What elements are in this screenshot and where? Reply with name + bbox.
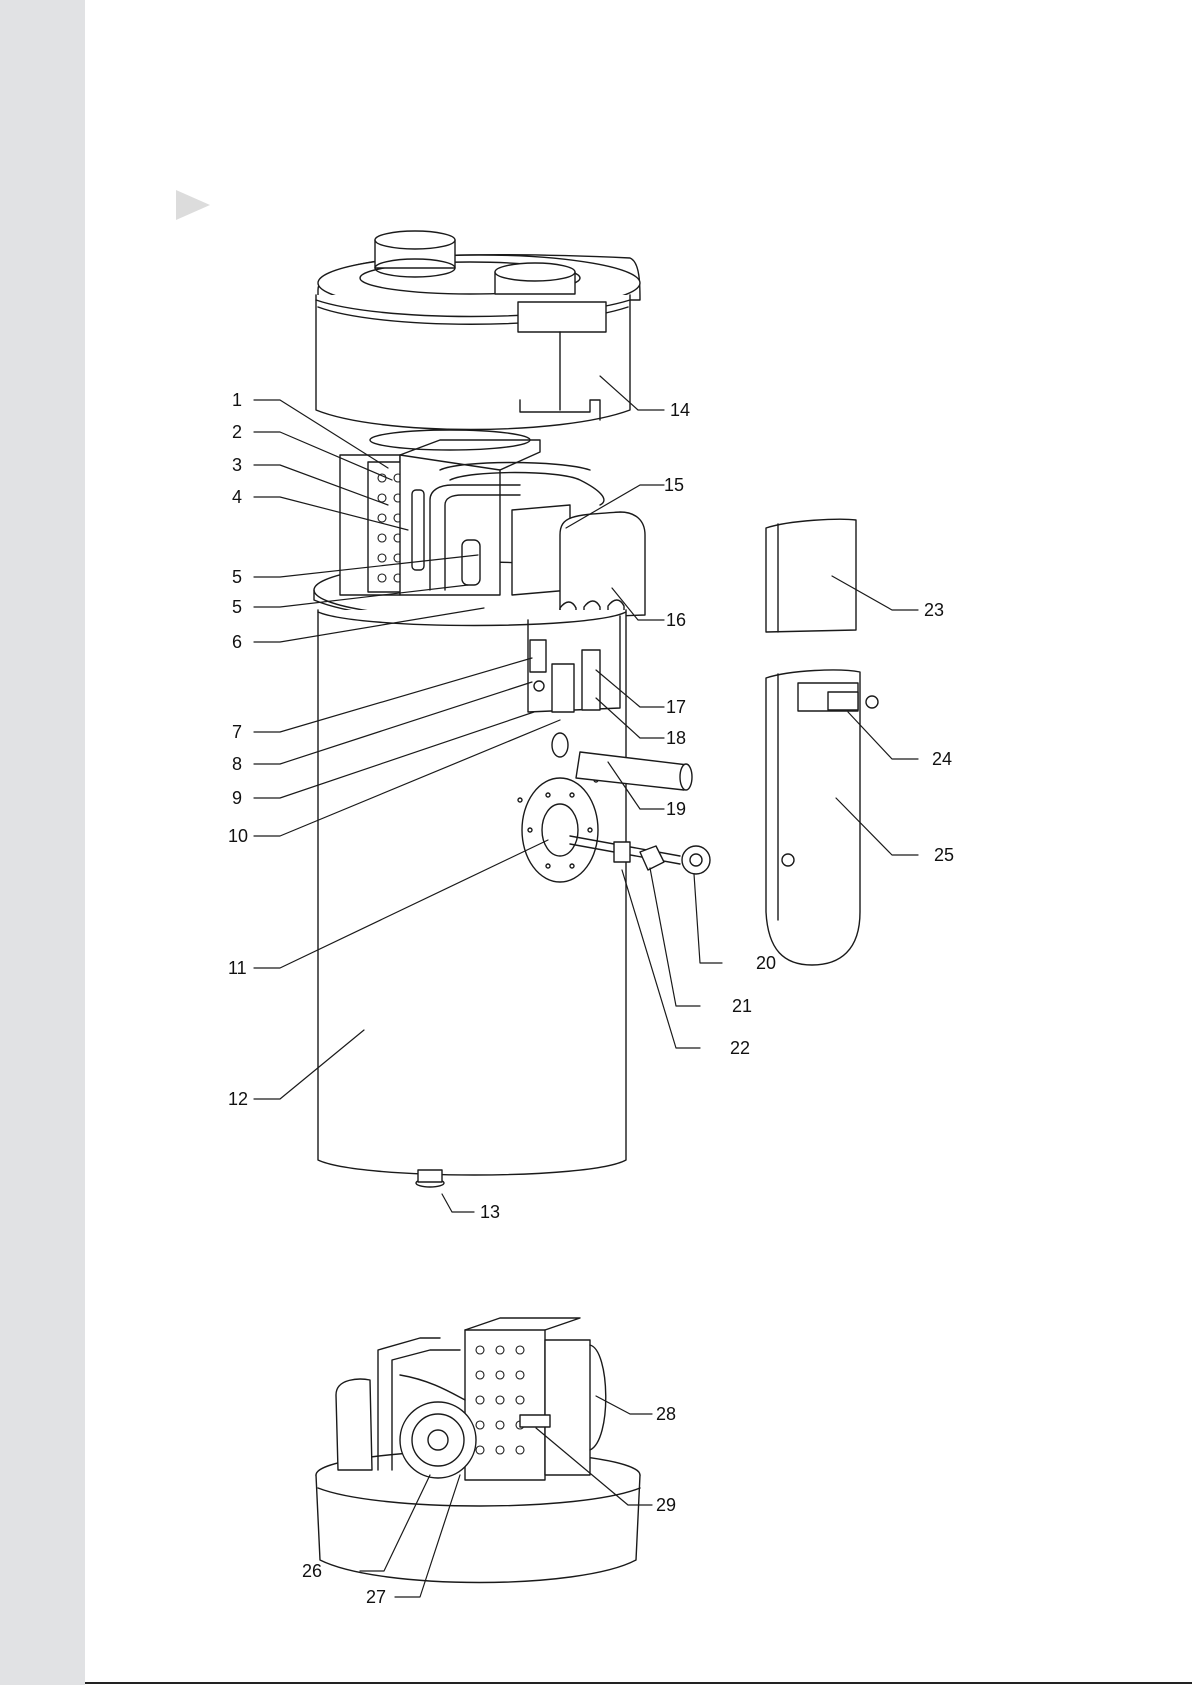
callout-17: 17 — [666, 697, 686, 717]
heat-pump-rear-view — [316, 1318, 640, 1583]
callout-11: 11 — [228, 958, 247, 978]
callout-29: 29 — [656, 1495, 676, 1515]
callout-19: 19 — [666, 799, 686, 819]
triangle-pointer-icon — [176, 190, 210, 220]
callout-3: 3 — [232, 455, 242, 475]
callout-25: 25 — [934, 845, 954, 865]
callout-8: 8 — [232, 754, 242, 774]
tank-body — [318, 610, 626, 1187]
callout-6: 6 — [232, 632, 242, 652]
callout-5b: 5 — [232, 597, 242, 617]
callout-10: 10 — [228, 826, 248, 846]
callout-2: 2 — [232, 422, 242, 442]
callout-13: 13 — [480, 1202, 500, 1222]
callout-12: 12 — [228, 1089, 248, 1109]
callout-24: 24 — [932, 749, 952, 769]
callout-5a: 5 — [232, 567, 242, 587]
lower-side-panel — [766, 670, 878, 965]
callout-18: 18 — [666, 728, 686, 748]
callout-23: 23 — [924, 600, 944, 620]
heat-pump-module — [314, 430, 645, 621]
upper-side-panel — [766, 519, 856, 632]
callout-15: 15 — [664, 475, 684, 495]
callout-4: 4 — [232, 487, 242, 507]
callout-16: 16 — [666, 610, 686, 630]
callout-27: 27 — [366, 1587, 386, 1607]
callout-1: 1 — [232, 390, 242, 410]
callout-21: 21 — [732, 996, 752, 1016]
callout-26: 26 — [302, 1561, 322, 1581]
callout-20: 20 — [756, 953, 776, 973]
callout-7: 7 — [232, 722, 242, 742]
top-cover-part — [316, 231, 640, 430]
callout-22: 22 — [730, 1038, 750, 1058]
callout-28: 28 — [656, 1404, 676, 1424]
callout-9: 9 — [232, 788, 242, 808]
callout-14: 14 — [670, 400, 690, 420]
